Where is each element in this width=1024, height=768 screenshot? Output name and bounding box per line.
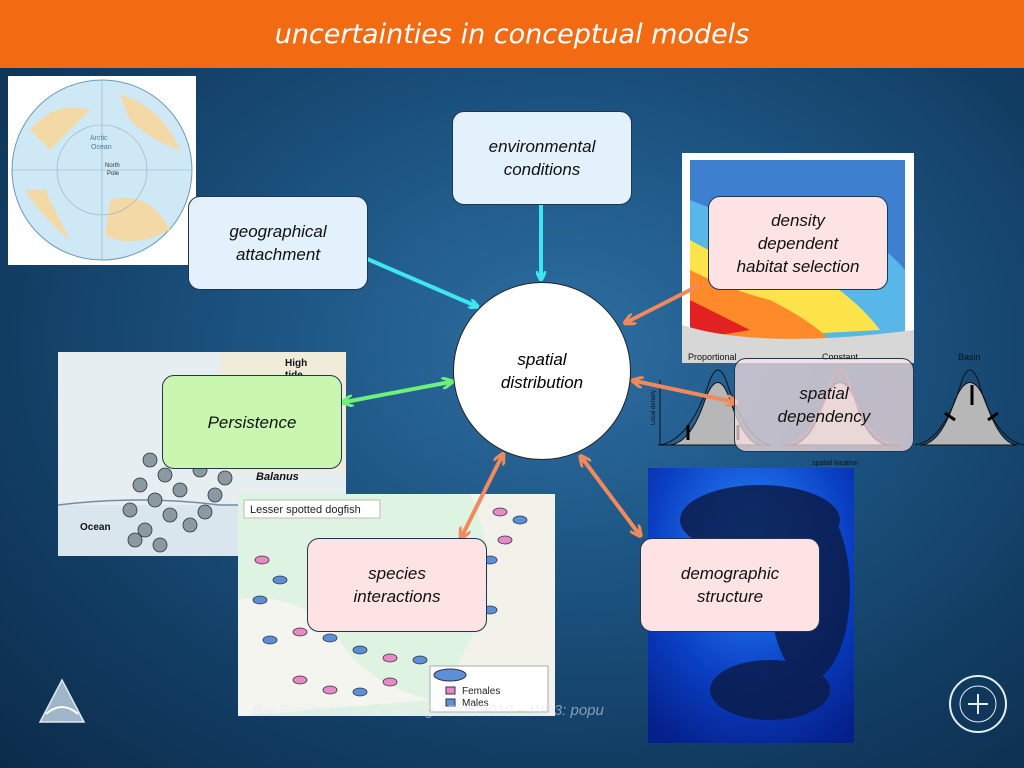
arctic-label-1: Arctic [90, 135, 108, 142]
density-line-1: density [771, 210, 825, 230]
arctic-label-4: Pole [107, 171, 120, 177]
tide-label-balanus: Balanus [256, 471, 299, 483]
curve-label-basin: Basin [958, 352, 981, 362]
curve-label-constant: Constant [822, 352, 859, 362]
center-line-1: spatial [517, 350, 567, 369]
spatial-dependency-node: spatial dependency [734, 358, 914, 452]
demo-line-2: structure [696, 587, 764, 606]
species-line-1: species [368, 564, 426, 583]
geo-line-1: geographical [229, 222, 327, 241]
species-interactions-node: species interactions [307, 538, 487, 632]
arrow-species [462, 456, 502, 536]
env-line-1: environmental [488, 137, 596, 156]
density-line-3: habitat selection [736, 256, 860, 276]
arrow-density [627, 283, 701, 322]
curve-label-proportional: Proportional [688, 352, 737, 362]
spdep-line-2: dependency [777, 407, 871, 426]
curve-xlabel: spatial location [812, 460, 858, 467]
demo-line-1: demographic [680, 564, 780, 583]
species-line-2: interactions [353, 587, 441, 606]
demographic-structure-node: demographic structure [640, 538, 820, 632]
geographical-attachment-node: geographical attachment [188, 196, 368, 290]
env-line-2: conditions [503, 160, 581, 179]
curve-ylabel: Local density [651, 390, 657, 425]
persistence-node: Persistence [162, 375, 342, 469]
university-logo [949, 675, 1007, 733]
geo-line-2: attachment [235, 245, 321, 264]
slide-title: uncertainties in conceptual models [0, 0, 1024, 68]
legend-males: Males [462, 698, 489, 709]
density-line-2: dependent [757, 233, 839, 253]
tide-label-ocean: Ocean [80, 522, 111, 533]
environmental-conditions-node: environmental conditions [452, 111, 632, 205]
spdep-line-1: spatial [799, 384, 849, 403]
slide-footer: Bar EcoRe kick-off meeting 15/06/2010 – … [252, 702, 604, 719]
institute-logo [38, 678, 86, 723]
legend-females: Females [462, 686, 500, 697]
arctic-label-3: North [105, 163, 120, 169]
diagram-arrows [345, 205, 734, 536]
persistence-line-1: Persistence [207, 412, 297, 432]
arctic-label-2: Ocean [91, 144, 112, 151]
spatial-distribution-node: spatial distribution [453, 282, 631, 460]
dogfish-map-title: Lesser spotted dogfish [250, 504, 361, 516]
arctic-map-image: Arctic Ocean North Pole [8, 76, 196, 265]
arrow-geographical [364, 256, 476, 306]
center-line-2: distribution [500, 373, 584, 392]
arrow-persistence [345, 382, 450, 402]
arrow-demographic [582, 458, 639, 534]
arrow-spatial-dependency [635, 381, 734, 402]
tide-label-high: High [285, 358, 307, 369]
density-dependent-node: density dependent habitat selection [708, 196, 888, 290]
